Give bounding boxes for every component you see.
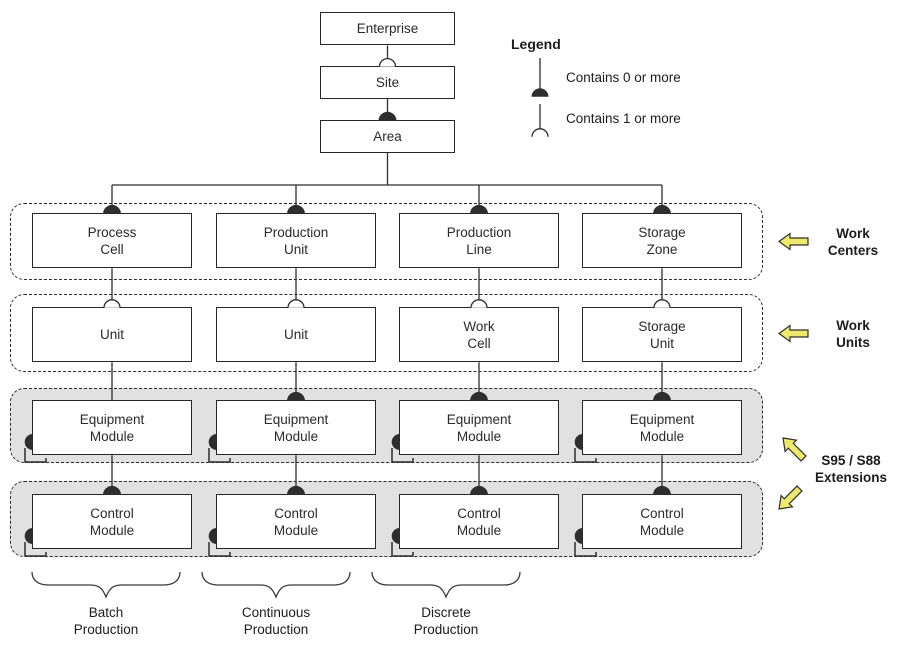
brace-discrete: [371, 571, 521, 599]
node-area: Area: [320, 120, 455, 153]
legend-item-contains-1: Contains 1 or more: [566, 111, 681, 126]
node-enterprise: Enterprise: [320, 12, 455, 45]
continuous-production-label: Continuous Production: [241, 605, 311, 637]
node-equipment-module-2: Equipment Module: [216, 400, 376, 455]
node-site: Site: [320, 66, 455, 99]
node-control-module-4: Control Module: [582, 494, 742, 549]
legend-symbols: [531, 58, 549, 137]
legend-item-contains-0: Contains 0 or more: [566, 70, 681, 85]
brace-batch: [31, 571, 181, 599]
contains-one-or-more-icon: [531, 128, 549, 137]
work-centers-arrow-icon: [777, 232, 809, 251]
discrete-production-label: Discrete Production: [413, 605, 479, 637]
batch-production-label: Batch Production: [73, 605, 139, 637]
node-unit-1: Unit: [32, 307, 192, 362]
node-production-unit: Production Unit: [216, 213, 376, 268]
work-units-band: [10, 294, 763, 372]
node-production-line: Production Line: [399, 213, 559, 268]
brace-continuous: [201, 571, 351, 599]
node-control-module-3: Control Module: [399, 494, 559, 549]
work-units-arrow-icon: [777, 324, 809, 343]
node-storage-zone: Storage Zone: [582, 213, 742, 268]
node-control-module-2: Control Module: [216, 494, 376, 549]
node-work-cell: Work Cell: [399, 307, 559, 362]
node-equipment-module-4: Equipment Module: [582, 400, 742, 455]
legend-title: Legend: [511, 36, 561, 52]
node-storage-unit: Storage Unit: [582, 307, 742, 362]
s95-s88-extensions-label: S95 / S88 Extensions: [814, 453, 888, 485]
production-group-braces: [31, 571, 521, 599]
contains-zero-or-more-icon: [531, 88, 549, 97]
extensions-lower-arrow-icon: [778, 485, 803, 510]
node-equipment-module-3: Equipment Module: [399, 400, 559, 455]
node-equipment-module-1: Equipment Module: [32, 400, 192, 455]
node-unit-2: Unit: [216, 307, 376, 362]
node-control-module-1: Control Module: [32, 494, 192, 549]
work-centers-label: Work Centers: [827, 226, 879, 258]
work-centers-band: [10, 203, 763, 280]
node-process-cell: Process Cell: [32, 213, 192, 268]
work-units-label: Work Units: [836, 318, 870, 350]
